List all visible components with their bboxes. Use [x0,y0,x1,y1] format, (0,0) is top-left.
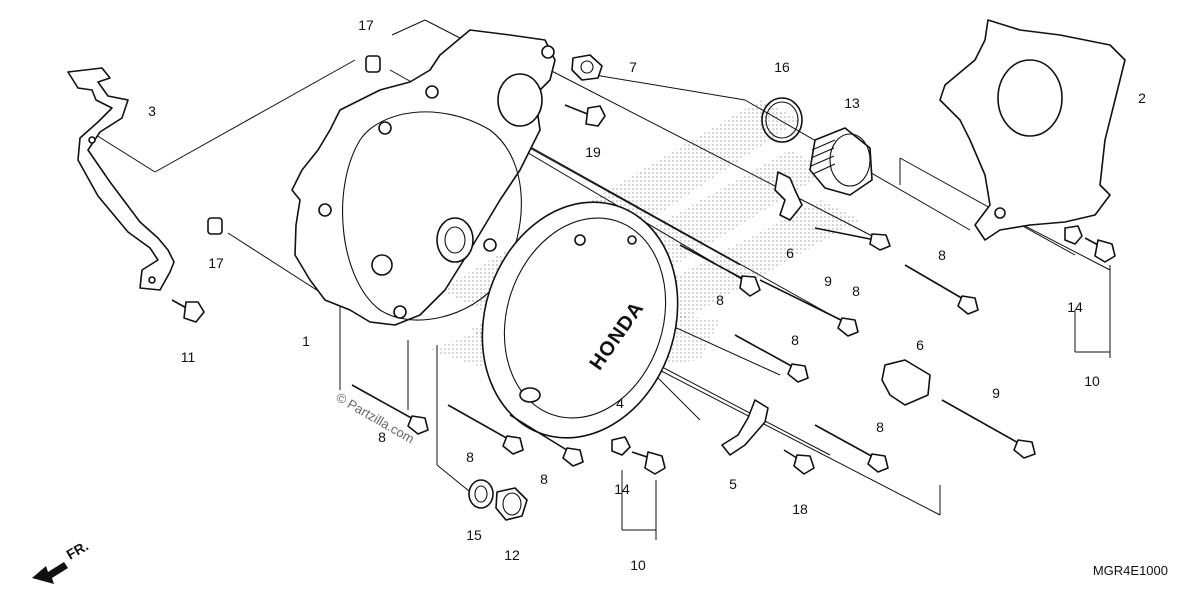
callout-1: 1 [302,333,310,349]
part-15-washer [468,479,494,509]
callout-8-f: 8 [378,429,386,445]
callout-4: 4 [616,395,624,411]
callout-6-upper: 6 [786,245,794,261]
callout-13: 13 [844,95,860,111]
bolts-8-9 [351,227,1036,473]
callout-17-left: 17 [208,255,224,271]
part-6-clamp-lower [881,359,931,406]
callout-brackets [621,265,1111,540]
bolt-9-a [759,279,859,337]
part-19-bolt [564,104,606,127]
bolt-8-h [509,414,584,467]
part-17-dowel-left [207,217,223,235]
callout-numbers: 17 3 17 11 1 7 19 16 13 6 8 8 9 8 8 2 14… [148,17,1146,573]
part-4-left-side-cover: HONDA [481,201,679,439]
bolt-8-g [447,404,524,455]
part-11-bolt [171,299,205,323]
callout-5: 5 [729,476,737,492]
callout-17-upper: 17 [358,17,374,33]
callout-11: 11 [181,349,196,365]
part-6-clamp-upper [774,171,803,221]
part-14-10-right [1064,225,1116,263]
bolt-8-c [904,264,979,315]
callout-10-right: 10 [1084,373,1100,389]
bolt-8-d [734,334,809,383]
diagram-code: MGR4E1000 [1093,563,1168,578]
part-13-plug [809,127,873,196]
callout-18: 18 [792,501,808,517]
callout-9-a: 9 [824,273,832,289]
callout-2: 2 [1138,90,1146,106]
callout-3: 3 [148,103,156,119]
callout-8-b: 8 [852,283,860,299]
front-direction-label: FR. [64,537,92,562]
part-1-left-crankcase-cover [291,29,556,326]
part-17-dowel-upper [365,55,381,73]
part-2-cover [939,19,1126,241]
callout-14-lower: 14 [614,481,630,497]
bolt-9-b [941,399,1036,459]
part-12-plug [495,487,528,521]
part-14-10-lower [611,436,666,475]
callout-14-right: 14 [1067,299,1083,315]
part-5-clamp [721,399,769,456]
callout-8-h: 8 [540,471,548,487]
front-direction-arrow-icon: FR. [32,537,91,584]
bolt-8-b [814,227,891,251]
callout-8-g: 8 [466,449,474,465]
callout-7: 7 [629,59,637,75]
part-3-wire-guide [67,67,175,291]
callout-8-e: 8 [876,419,884,435]
callout-10-lower: 10 [630,557,646,573]
callout-6-lower: 6 [916,337,924,353]
part-16-o-ring [761,97,803,143]
callout-16: 16 [774,59,790,75]
callout-12: 12 [504,547,520,563]
bolt-8-f [351,384,429,435]
callout-8-a: 8 [716,292,724,308]
callout-19: 19 [585,144,601,160]
callout-9-b: 9 [992,385,1000,401]
part-18-bolt [783,449,815,475]
callout-15: 15 [466,527,482,543]
callout-8-c: 8 [938,247,946,263]
bolt-8-a [679,244,761,297]
bolt-8-e [814,424,889,473]
part-7-bolt [571,54,603,81]
callout-8-d: 8 [791,332,799,348]
